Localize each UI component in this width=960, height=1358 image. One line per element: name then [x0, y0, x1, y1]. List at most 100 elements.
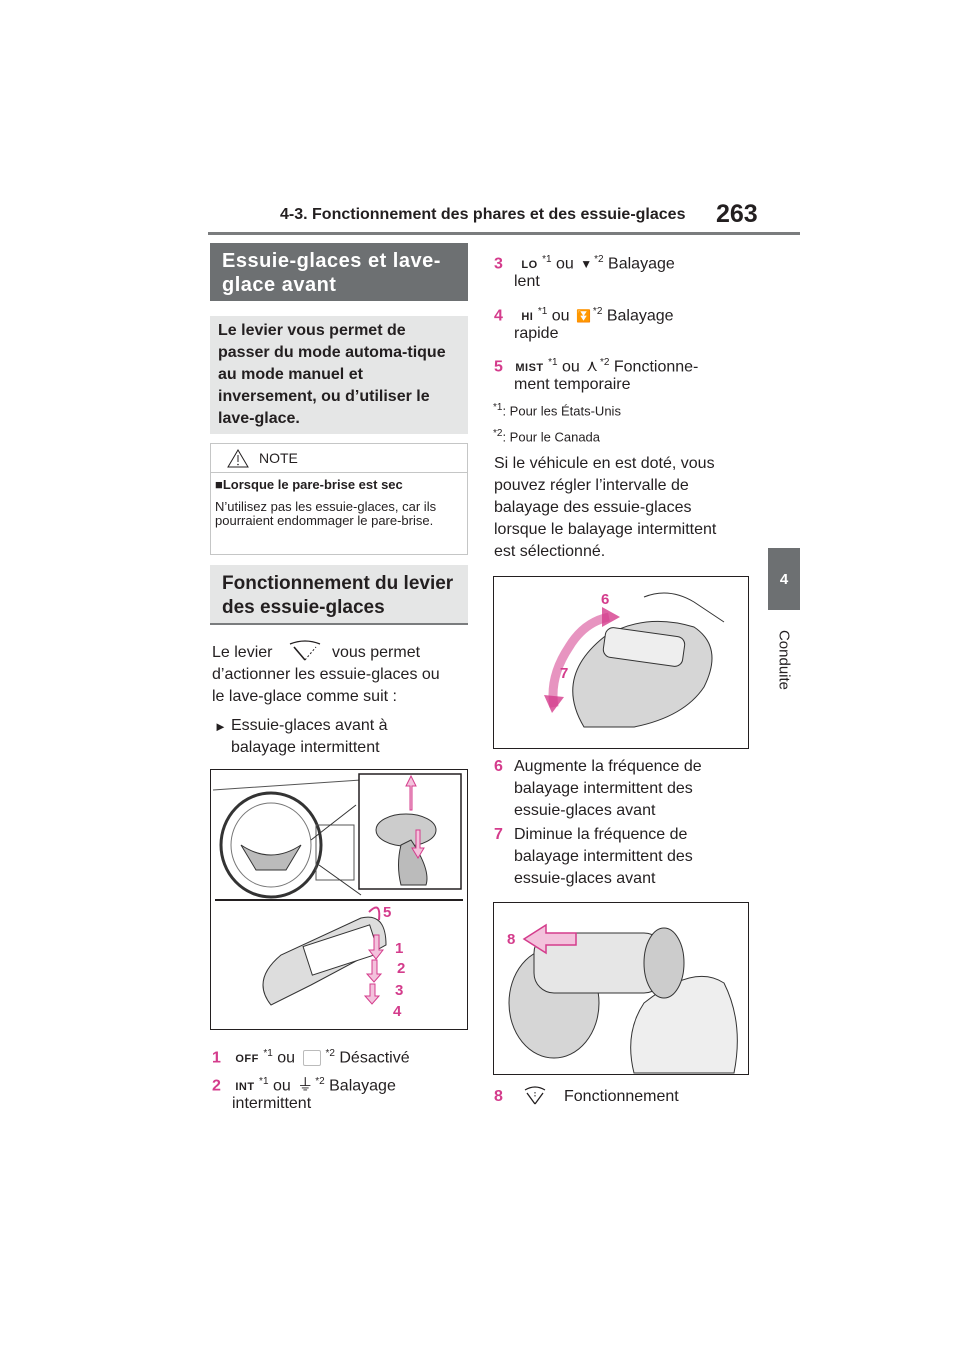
intro-box: Le levier vous permet de passer du mode …: [210, 316, 468, 434]
note-header: NOTE: [211, 444, 467, 473]
item-3-label-cont: lent: [514, 273, 540, 290]
bullet-text-b: balayage intermittent: [231, 739, 380, 756]
or-text: ou: [551, 307, 570, 325]
item-number: 4: [494, 307, 503, 325]
footnote-2: *2: Pour le Canada: [493, 428, 600, 444]
section-title: Essuie-glaces et lave-glace avant: [210, 243, 468, 301]
callout-6: 6: [601, 591, 610, 608]
item-label: Balayage: [608, 255, 675, 273]
callout-4: 4: [393, 1003, 402, 1020]
note-subtitle: ■Lorsque le pare-brise est sec: [215, 477, 403, 492]
item-6-line-2: balayage intermittent des: [514, 780, 693, 797]
hi-badge: HI: [521, 311, 534, 324]
item-6: 6: [494, 756, 503, 778]
chapter-tab-label-text: Conduite: [775, 629, 793, 691]
item-8: 8: [494, 1086, 503, 1108]
note-box: NOTE ■Lorsque le pare-brise est sec N’ut…: [210, 443, 468, 555]
item-number: 7: [494, 826, 503, 843]
item-3: 3 LO *1 ou ▼*2 Balayage: [494, 249, 675, 276]
lever-text-d: le lave-glace comme suit :: [212, 688, 397, 705]
interval-line-5: est sélectionné.: [494, 543, 606, 560]
footnote-text: : Pour le Canada: [502, 429, 601, 445]
callout-7: 7: [560, 665, 569, 682]
item-label: Désactivé: [339, 1049, 410, 1067]
figure-washer: 8: [493, 902, 749, 1075]
wiper-icon: [289, 640, 321, 661]
washer-illustration: [508, 923, 738, 1074]
callout-2: 2: [397, 960, 406, 977]
header-title: 4-3. Fonctionnement des phares et des es…: [280, 206, 686, 223]
footnote-ref: *1: [548, 357, 558, 368]
item-number: 6: [494, 758, 503, 775]
footnote-ref: *2: [315, 1076, 325, 1087]
figure-lever-overview: 5 1 2 3 4: [210, 769, 468, 1030]
note-text: N’utilisez pas les essuie-glaces, car il…: [215, 499, 437, 528]
item-2: 2 INT *1 ou ⏚*2 Balayage: [212, 1071, 396, 1098]
footnote-ref: *2: [594, 254, 604, 265]
item-5-label-cont: ment temporaire: [514, 376, 631, 393]
high-speed-icon: ⏬: [575, 309, 591, 324]
footnote-1: *1: Pour les États-Unis: [493, 402, 621, 418]
interval-line-4: lorsque le balayage intermittent: [494, 521, 717, 538]
interval-adjust-illustration: [544, 592, 725, 728]
item-number: 8: [494, 1088, 503, 1105]
item-7-line-1: Diminue la fréquence de: [514, 826, 688, 843]
footnote-ref: *2: [599, 357, 610, 368]
callout-5: 5: [383, 904, 392, 921]
bullet-triangle-icon: ►: [214, 719, 227, 734]
interval-line-2: pouvez régler l’intervalle de: [494, 477, 689, 494]
subsection-title: Fonctionnement du levier des essuie-glac…: [210, 565, 468, 625]
footnote-ref: *2: [592, 306, 603, 317]
item-number: 3: [494, 255, 503, 273]
footnote-marker: *1: [493, 402, 503, 413]
figure-interval-adjust: 6 7: [493, 576, 749, 749]
item-label: Balayage: [329, 1077, 396, 1095]
lever-text-b: vous permet: [332, 644, 421, 661]
warning-icon: [227, 449, 249, 468]
item-label: Fonctionne-: [613, 358, 699, 376]
item-4: 4 HI *1 ou ⏬*2 Balayage: [494, 301, 674, 328]
note-title: NOTE: [259, 450, 298, 466]
int-badge: INT: [235, 1081, 255, 1094]
bullet-text-a: Essuie-glaces avant à: [231, 717, 388, 734]
item-2-label-cont: intermittent: [232, 1095, 312, 1112]
intermittent-wiper-icon: ⏚: [297, 1077, 314, 1095]
footnote-ref: *1: [542, 254, 552, 265]
item-4-label-cont: rapide: [514, 325, 559, 342]
item-7: 7: [494, 824, 503, 846]
item-label: Balayage: [606, 307, 674, 325]
footnote-ref: *1: [259, 1076, 269, 1087]
or-text: ou: [272, 1077, 291, 1095]
or-text: ou: [556, 255, 574, 273]
item-6-line-1: Augmente la fréquence de: [514, 758, 702, 775]
footnote-ref: *1: [263, 1048, 273, 1059]
or-text: ou: [277, 1049, 296, 1067]
item-1: 1 OFF *1 ou *2 Désactivé: [212, 1043, 410, 1070]
item-7-line-2: balayage intermittent des: [514, 848, 693, 865]
item-number: 2: [212, 1077, 221, 1095]
item-8-label: Fonctionnement: [564, 1088, 679, 1105]
page-number: 263: [716, 200, 758, 228]
off-switch-icon: [303, 1050, 322, 1067]
chapter-tab-label: Conduite: [768, 620, 800, 700]
callout-3: 3: [395, 982, 404, 999]
washer-icon: [524, 1086, 546, 1105]
low-speed-icon: ▼: [580, 257, 593, 272]
mist-badge: MIST: [515, 362, 544, 375]
callout-8: 8: [507, 931, 516, 948]
lever-text-c: d’actionner les essuie-glaces ou: [212, 666, 440, 683]
lever-overview-illustration: [212, 773, 463, 1006]
header-rule: [208, 232, 800, 235]
footnote-ref: *1: [537, 306, 548, 317]
item-7-line-3: essuie-glaces avant: [514, 870, 656, 887]
footnote-marker: *2: [493, 428, 503, 439]
item-5: 5 MIST *1 ou ⋏*2 Fonctionne-: [494, 352, 698, 379]
interval-line-1: Si le véhicule en est doté, vous: [494, 455, 715, 472]
lo-badge: LO: [521, 259, 538, 272]
chapter-tab-number: 4: [768, 548, 800, 610]
item-number: 5: [494, 358, 503, 376]
off-badge: OFF: [235, 1053, 259, 1066]
callout-1: 1: [395, 940, 404, 957]
lever-text-a: Le levier: [212, 644, 273, 661]
item-number: 1: [212, 1049, 221, 1067]
